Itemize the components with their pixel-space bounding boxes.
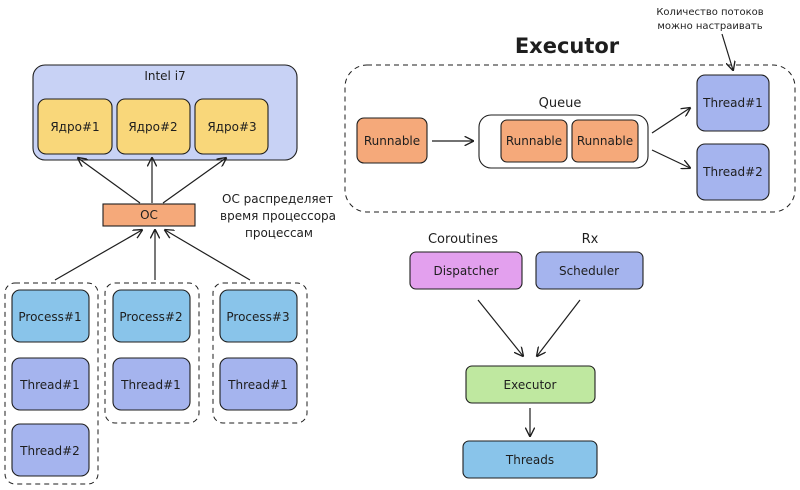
threads-node: Threads (462, 440, 598, 479)
thread-label: Thread#1 (702, 96, 763, 110)
thread-box (112, 357, 191, 411)
thread-box (11, 423, 90, 477)
thread-box (696, 143, 770, 201)
thread-label: Thread#2 (702, 165, 763, 179)
arrow-queue-thread2 (651, 149, 690, 168)
arrow-dispatcher-executor (477, 299, 523, 356)
os-note-line-2: время процессора (220, 209, 336, 223)
scheduler-box (535, 251, 644, 290)
dispatcher-label: Dispatcher (433, 264, 498, 278)
process-label: Process#1 (18, 310, 81, 324)
process-group-2: Process#2 Thread#1 (104, 282, 200, 424)
os-note-line-1: ОС распределяет (222, 192, 333, 206)
core-box (37, 98, 113, 155)
process-group-1: Process#1 Thread#1 Thread#2 (4, 282, 99, 485)
dispatcher-box (409, 251, 523, 290)
thread-label: Thread#2 (19, 444, 80, 458)
dispatcher-node: Dispatcher (409, 251, 523, 290)
process-dashed-frame (212, 282, 308, 424)
arrow-p3-os (165, 230, 251, 281)
thread-label: Thread#1 (19, 378, 80, 392)
threads-config-note: Количество потоков можно настраивать (656, 7, 763, 32)
arrow-note-thread (721, 33, 733, 70)
queue: Runnable Runnable (478, 114, 649, 169)
thread-box (11, 357, 90, 411)
arrow-queue-thread1 (651, 108, 690, 134)
os-box (102, 203, 196, 227)
os-box-group: ОС (102, 203, 196, 227)
os-label: ОС (140, 208, 158, 222)
runnable-label: Runnable (364, 134, 420, 148)
os-note-line-3: процессам (245, 226, 313, 240)
process-label: Process#2 (119, 310, 182, 324)
queue-item-label: Runnable (506, 134, 562, 148)
runnable-box (356, 117, 428, 164)
queue-item (500, 119, 568, 163)
arrow-os-core3 (162, 158, 226, 204)
executor-label: Executor (504, 378, 557, 392)
process-box (219, 289, 298, 343)
executor-node: Executor (465, 365, 596, 404)
process-label: Process#3 (226, 310, 289, 324)
thread-label: Thread#1 (120, 378, 181, 392)
executor-box (465, 365, 596, 404)
core-3: Ядро#3 (194, 98, 269, 155)
cpu-group: Intel i7 Ядро#1 Ядро#2 Ядро#3 (32, 64, 298, 161)
scheduler-node: Scheduler (535, 251, 644, 290)
core-1: Ядро#1 (37, 98, 113, 155)
process-group-3: Process#3 Thread#1 (212, 282, 308, 424)
thread-box (219, 357, 298, 411)
runnable-input: Runnable (356, 117, 428, 164)
queue-label: Queue (539, 96, 582, 111)
thread-label: Thread#1 (227, 378, 288, 392)
core-box (194, 98, 269, 155)
core-label: Ядро#1 (50, 120, 99, 134)
process-box (11, 289, 90, 343)
core-label: Ядро#2 (128, 120, 177, 134)
rx-label: Rx (582, 232, 599, 247)
process-box (112, 289, 191, 343)
executor-thread-1: Thread#1 (696, 74, 770, 132)
executor-thread-2: Thread#2 (696, 143, 770, 201)
arrow-os-core1 (78, 158, 141, 204)
core-box (116, 98, 191, 155)
cpu-label: Intel i7 (144, 69, 185, 83)
executor-dashed-frame (344, 64, 796, 213)
core-label: Ядро#3 (207, 120, 256, 134)
arrow-scheduler-executor (537, 299, 581, 356)
threads-box (462, 440, 598, 479)
arrow-p1-os (54, 230, 142, 281)
os-note: ОС распределяет время процессора процесс… (220, 192, 336, 240)
core-2: Ядро#2 (116, 98, 191, 155)
thread-box (696, 74, 770, 132)
queue-item-label: Runnable (577, 134, 633, 148)
process-dashed-frame (104, 282, 200, 424)
coroutines-label: Coroutines (428, 232, 498, 247)
threads-label: Threads (505, 453, 554, 467)
note-line-1: Количество потоков (656, 7, 763, 18)
note-line-2: можно настраивать (657, 21, 762, 32)
queue-item (571, 119, 639, 163)
executor-title: Executor (515, 34, 620, 58)
scheduler-label: Scheduler (559, 264, 619, 278)
process-dashed-frame (4, 282, 99, 485)
